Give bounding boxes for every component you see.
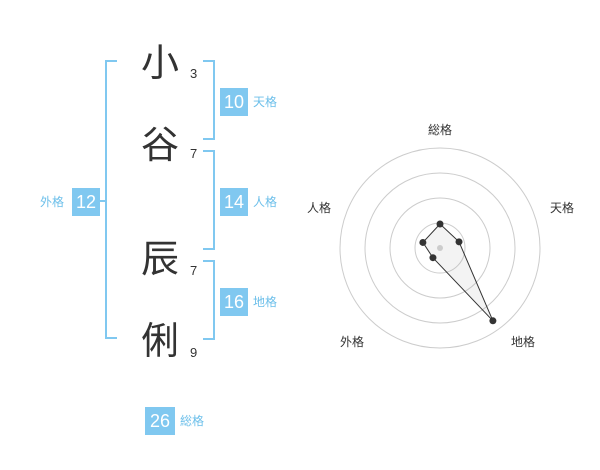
- chikaku-label: 地格: [253, 295, 278, 309]
- name-char-2: 谷: [140, 123, 179, 167]
- name-char-4: 俐: [140, 319, 179, 363]
- stroke-count-1: 3: [190, 66, 198, 81]
- radar-center: [437, 245, 443, 251]
- jinkaku-value: 14: [220, 188, 248, 216]
- radar-point-2: [455, 238, 463, 246]
- chikaku-value: 16: [220, 288, 248, 316]
- name-char-3: 辰: [140, 237, 179, 281]
- stroke-count-3: 7: [190, 263, 198, 278]
- tenkaku-bracket: [203, 60, 215, 140]
- radar-axis-label-4: 外格: [340, 335, 365, 349]
- gaikaku-connector: [98, 200, 106, 202]
- radar-point-1: [436, 220, 444, 228]
- tenkaku-label: 天格: [253, 95, 278, 109]
- radar-axis-label-3: 地格: [511, 335, 536, 349]
- soukaku-label: 総格: [180, 414, 205, 428]
- radar-point-5: [419, 238, 427, 246]
- radar-axis-label-1: 総格: [428, 123, 453, 137]
- radar-ring-3: [364, 172, 516, 324]
- radar-ring-2: [389, 197, 491, 299]
- stroke-count-2: 7: [190, 146, 198, 161]
- radar-axis-label-2: 天格: [550, 201, 575, 215]
- radar-point-3: [489, 317, 497, 325]
- gaikaku-bracket: [105, 60, 117, 339]
- radar-ring-4: [339, 147, 541, 349]
- gaikaku-value: 12: [72, 188, 100, 216]
- jinkaku-bracket: [203, 150, 215, 250]
- radar-axis-label-5: 人格: [307, 201, 332, 215]
- chikaku-bracket: [203, 260, 215, 340]
- stroke-count-4: 9: [190, 345, 198, 360]
- gaikaku-label: 外格: [40, 195, 65, 209]
- radar-point-4: [429, 254, 437, 262]
- name-char-1: 小: [140, 41, 179, 85]
- soukaku-value: 26: [145, 407, 175, 435]
- tenkaku-value: 10: [220, 88, 248, 116]
- jinkaku-label: 人格: [253, 195, 278, 209]
